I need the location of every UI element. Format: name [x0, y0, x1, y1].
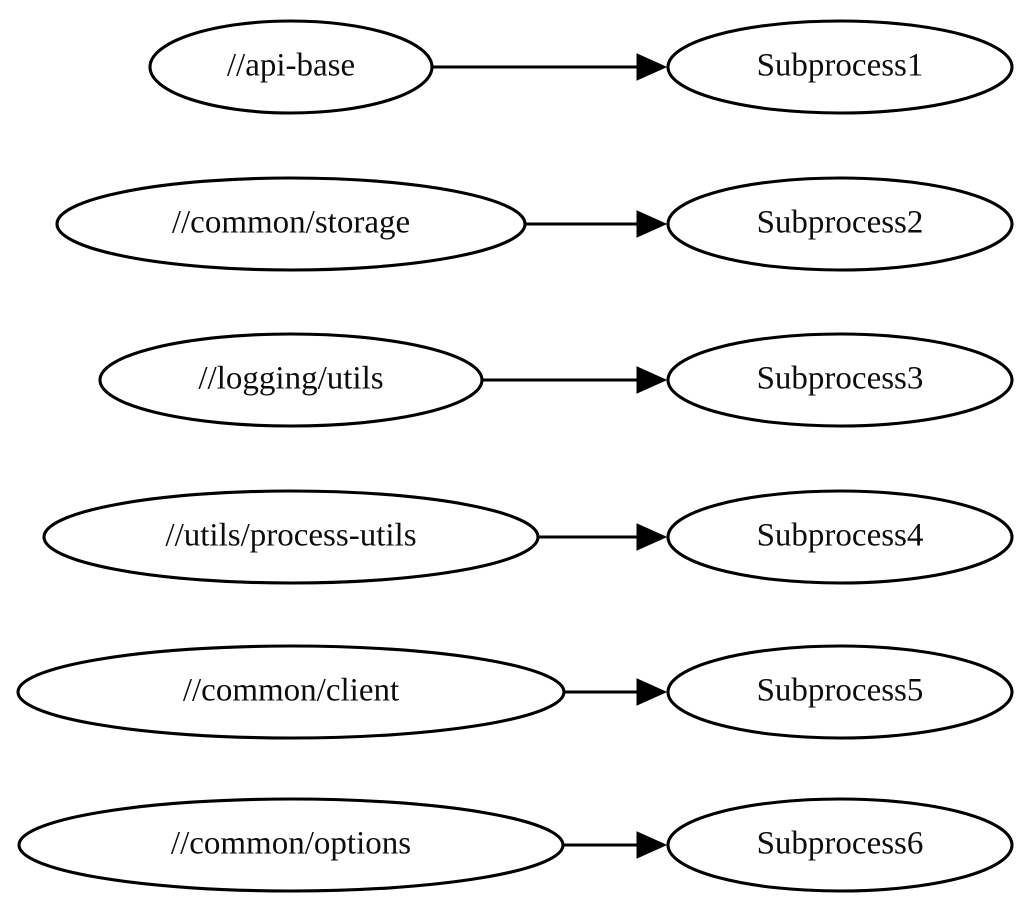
source-node-label: //utils/process-utils: [165, 518, 416, 554]
arrowhead-icon: [636, 831, 668, 859]
source-node[interactable]: //common/storage: [55, 176, 527, 272]
target-node[interactable]: Subprocess5: [666, 644, 1014, 740]
target-node-ellipse[interactable]: [666, 19, 1014, 115]
target-node[interactable]: Subprocess3: [666, 332, 1014, 428]
graph-row: //logging/utils Subprocess3: [98, 332, 1014, 428]
target-node-ellipse[interactable]: [666, 176, 1014, 272]
source-node-ellipse[interactable]: [98, 332, 484, 428]
source-node-ellipse[interactable]: [16, 644, 566, 740]
source-node-ellipse[interactable]: [55, 176, 527, 272]
target-node-ellipse[interactable]: [666, 797, 1014, 893]
target-node-label: Subprocess4: [757, 518, 924, 554]
target-node[interactable]: Subprocess4: [666, 489, 1014, 585]
target-node-ellipse[interactable]: [666, 644, 1014, 740]
source-node-label: //common/storage: [172, 205, 410, 241]
source-node[interactable]: //api-base: [148, 19, 434, 115]
target-node-label: Subprocess6: [757, 826, 924, 862]
graph-row: //utils/process-utils Subprocess4: [42, 489, 1014, 585]
target-node-label: Subprocess1: [757, 48, 924, 84]
target-node[interactable]: Subprocess6: [666, 797, 1014, 893]
arrowhead-icon: [636, 523, 668, 551]
source-node[interactable]: //logging/utils: [98, 332, 484, 428]
arrowhead-icon: [636, 53, 668, 81]
source-node-label: //logging/utils: [198, 361, 383, 397]
source-node-label: //common/client: [183, 673, 399, 709]
target-node-ellipse[interactable]: [666, 332, 1014, 428]
graph-row: //api-base Subprocess1: [148, 19, 1014, 115]
target-node-label: Subprocess5: [757, 673, 924, 709]
target-node[interactable]: Subprocess2: [666, 176, 1014, 272]
source-node[interactable]: //common/client: [16, 644, 566, 740]
graph-row: //common/storage Subprocess2: [55, 176, 1014, 272]
source-node-ellipse[interactable]: [17, 797, 565, 893]
target-node-label: Subprocess3: [757, 361, 924, 397]
source-node-ellipse[interactable]: [42, 489, 540, 585]
source-node-label: //api-base: [227, 48, 355, 84]
arrowhead-icon: [636, 210, 668, 238]
source-node-label: //common/options: [171, 826, 411, 862]
source-node[interactable]: //utils/process-utils: [42, 489, 540, 585]
target-node[interactable]: Subprocess1: [666, 19, 1014, 115]
graph-row: //common/client Subprocess5: [16, 644, 1014, 740]
arrowhead-icon: [636, 678, 668, 706]
source-node[interactable]: //common/options: [17, 797, 565, 893]
target-node-label: Subprocess2: [757, 205, 924, 241]
target-node-ellipse[interactable]: [666, 489, 1014, 585]
source-node-ellipse[interactable]: [148, 19, 434, 115]
graph-row: //common/options Subprocess6: [17, 797, 1014, 893]
arrowhead-icon: [636, 366, 668, 394]
